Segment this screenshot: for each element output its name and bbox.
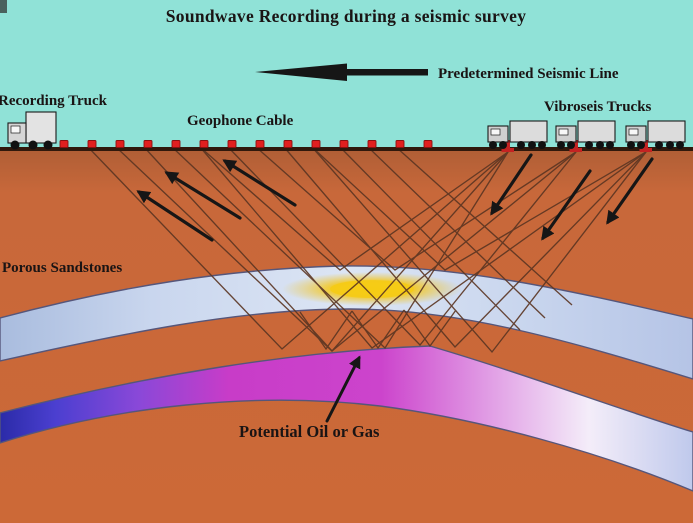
down-left-arrow-icon <box>606 157 654 225</box>
up-left-arrow-icon <box>222 159 297 207</box>
geophone-icon <box>143 140 153 148</box>
ray <box>199 146 509 271</box>
vibroseis-truck-icon <box>555 120 616 152</box>
ray <box>311 146 647 271</box>
seismic-rays <box>87 146 647 354</box>
ray <box>87 146 509 350</box>
ray <box>367 146 546 319</box>
geophone-icon <box>255 140 265 148</box>
incident-wave-arrows <box>490 153 654 241</box>
down-left-arrow-icon <box>541 169 592 241</box>
seismic-line-label: Predetermined Seismic Line <box>438 66 619 82</box>
porous-sandstones-label: Porous Sandstones <box>2 260 122 276</box>
geophone-icon <box>115 140 125 148</box>
geophone-icon <box>199 140 209 148</box>
ray <box>283 146 647 348</box>
ray <box>395 146 573 306</box>
geophone-icon <box>339 140 349 148</box>
ray <box>143 146 577 352</box>
vibroseis-truck-group <box>487 120 686 152</box>
ray <box>227 146 577 347</box>
gas-pocket-core <box>330 280 414 298</box>
ray <box>403 309 457 348</box>
geophone-icon <box>367 140 377 148</box>
ray <box>339 146 521 331</box>
seismic-line-arrow-icon <box>255 63 428 81</box>
up-left-arrow-icon <box>136 190 214 242</box>
vibroseis-truck-icon <box>625 120 686 152</box>
down-left-arrow-icon <box>490 153 533 216</box>
ray <box>299 310 353 351</box>
recording-truck-label: Recording Truck <box>0 93 108 109</box>
corner-artifact <box>0 0 7 13</box>
ground-surface-line <box>0 147 693 151</box>
up-left-arrow-icon <box>164 171 242 220</box>
recording-truck-icon <box>7 111 57 150</box>
vibroseis-truck-icon <box>487 120 548 152</box>
diagram-title: Soundwave Recording during a seismic sur… <box>166 6 527 26</box>
vibroseis-trucks-label: Vibroseis Trucks <box>544 99 652 115</box>
geophone-icon <box>311 140 321 148</box>
ray <box>255 146 577 271</box>
ray <box>199 146 647 349</box>
geophone-icon <box>395 140 405 148</box>
geophone-icon <box>59 140 69 148</box>
ray <box>171 146 509 350</box>
geophone-icon <box>171 140 181 148</box>
geophone-icon <box>87 140 97 148</box>
ray <box>351 309 405 350</box>
geophone-line <box>59 140 433 148</box>
oil-gas-pointer-arrow-icon <box>325 355 361 423</box>
geophone-cable-label: Geophone Cable <box>187 113 294 129</box>
reflected-wave-arrows <box>136 159 297 242</box>
geophone-icon <box>423 140 433 148</box>
ray <box>311 146 647 354</box>
potential-oil-gas-label: Potential Oil or Gas <box>239 422 380 441</box>
geophone-icon <box>227 140 237 148</box>
geophone-icon <box>283 140 293 148</box>
